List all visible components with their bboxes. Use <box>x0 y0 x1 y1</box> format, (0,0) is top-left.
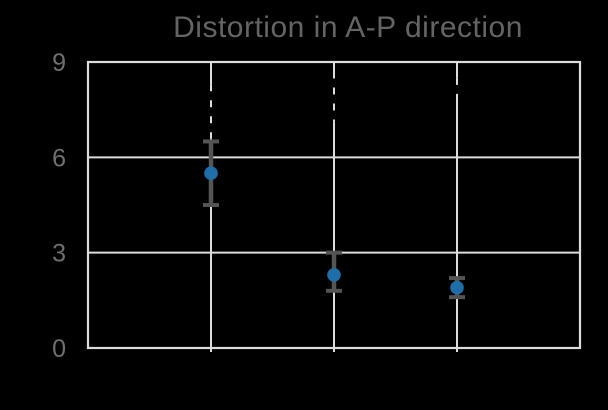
y-tick-label: 9 <box>52 49 66 77</box>
data-point <box>327 268 341 282</box>
chart-title: Distortion in A-P direction <box>173 11 523 44</box>
plot-border <box>86 60 582 350</box>
data-point <box>204 166 218 181</box>
y-tick-label: 3 <box>52 240 66 268</box>
data-point <box>450 280 464 295</box>
y-tick-label: 0 <box>52 335 66 363</box>
y-tick-label: 6 <box>52 144 66 172</box>
